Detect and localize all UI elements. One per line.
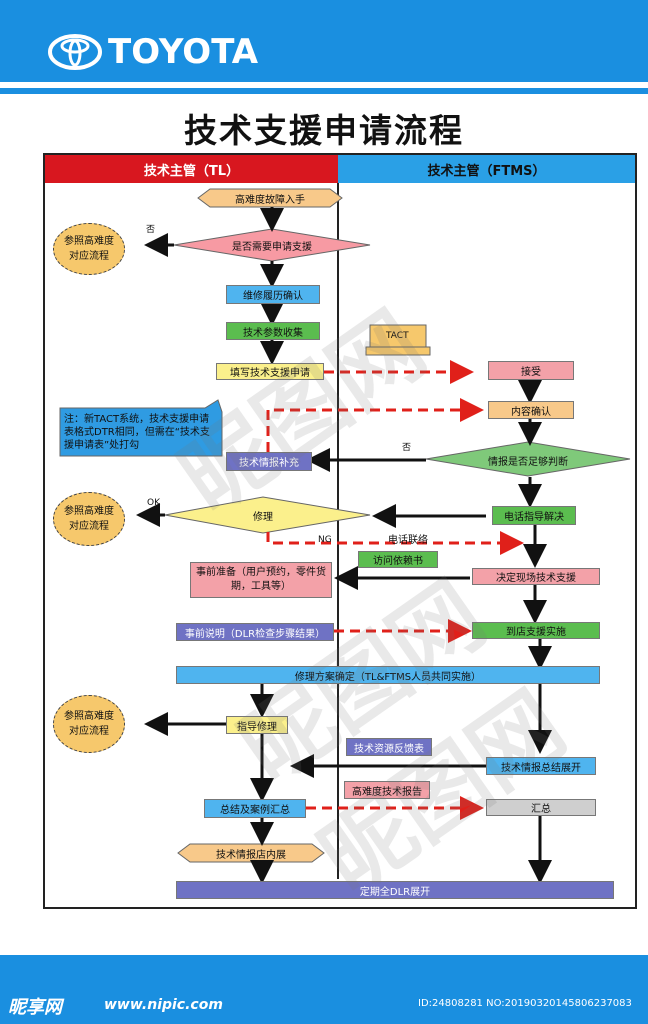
node-content-confirm: 内容确认 <box>488 401 574 419</box>
label-ng: NG <box>318 535 332 545</box>
tact-label: TACT <box>386 331 409 341</box>
node-dlr-expand: 定期全DLR展开 <box>176 881 614 899</box>
decision-repair <box>164 496 371 534</box>
note-callout-shape <box>59 399 223 457</box>
node-phone-guide: 电话指导解决 <box>492 506 576 525</box>
node-repair-history: 维修履历确认 <box>226 285 320 304</box>
node-summary-case: 总结及案例汇总 <box>204 799 306 818</box>
footer-url[interactable]: www.nipic.com <box>104 997 223 1013</box>
node-tech-report-expand: 技术情报总结展开 <box>486 757 596 775</box>
flowchart-frame <box>43 153 637 909</box>
ref-flow-circle-3: 参照高难度对应流程 <box>53 695 125 753</box>
node-tech-feedback: 技术资源反馈表 <box>346 738 432 756</box>
node-info-sufficient: 情报是否足够判断 <box>488 456 568 468</box>
column-header-ftms: 技术主管（FTMS） <box>338 155 635 183</box>
header-band <box>0 0 648 82</box>
node-fill-request: 填写技术支援申请 <box>216 363 324 380</box>
node-store-support: 到店支援实施 <box>472 622 600 639</box>
node-repair: 修理 <box>253 511 273 523</box>
ref-flow-text: 参照高难度对应流程 <box>64 711 114 737</box>
ref-flow-text: 参照高难度对应流程 <box>64 236 114 262</box>
toyota-logo: TOYOTA <box>48 32 258 72</box>
pre-prep-text: 事前准备（用户预约，零件货期，工具等） <box>196 567 326 592</box>
note-text: 注：新TACT系统，技术支援申请表格式DTR相同，但需在“技术支援申请表”处打勾 <box>64 414 210 451</box>
node-guide-repair: 指导修理 <box>226 716 288 734</box>
page-title: 技术支援申请流程 <box>184 111 464 150</box>
node-visit-letter: 访问依赖书 <box>358 551 438 568</box>
label-ok: OK <box>147 498 160 508</box>
node-param-collect: 技术参数收集 <box>226 322 320 340</box>
node-need-support: 是否需要申请支援 <box>232 241 312 253</box>
ref-flow-circle-2: 参照高难度对应流程 <box>53 492 125 546</box>
node-store-expand: 技术情报店内展 <box>216 849 286 861</box>
brand-name: TOYOTA <box>108 32 259 72</box>
footer-id: ID:24808281 NO:20190320145806237083 <box>418 998 632 1009</box>
decision-info-sufficient <box>425 441 631 477</box>
node-summary: 汇总 <box>486 799 596 816</box>
node-decide-onsite: 决定现场技术支援 <box>472 568 600 585</box>
label-no-2: 否 <box>402 443 412 453</box>
header-stripe <box>0 88 648 94</box>
node-plan-confirm: 修理方案确定（TL&FTMS人员共同实施） <box>176 666 600 684</box>
label-phone-contact: 电话联络 <box>388 535 428 546</box>
label-no-1: 否 <box>146 225 156 235</box>
column-header-tl: 技术主管（TL） <box>45 155 338 183</box>
start-hexagon <box>197 188 343 208</box>
node-receive: 接受 <box>488 361 574 380</box>
node-pre-explain: 事前说明（DLR检查步骤结果） <box>176 623 334 641</box>
node-difficult-fault: 高难度故障入手 <box>235 194 305 206</box>
footer-logo: 昵享网 <box>8 997 62 1018</box>
store-expand-hexagon <box>177 843 325 863</box>
toyota-emblem-icon <box>48 34 102 70</box>
ref-flow-text: 参照高难度对应流程 <box>64 506 114 532</box>
ref-flow-circle-1: 参照高难度对应流程 <box>53 223 125 275</box>
decision-need-support <box>173 228 371 262</box>
node-info-supplement: 技术情报补充 <box>226 452 312 471</box>
node-pre-prep: 事前准备（用户预约，零件货期，工具等） <box>190 562 332 598</box>
node-difficult-report: 高难度技术报告 <box>344 781 430 799</box>
footer-band <box>0 955 648 1024</box>
column-divider <box>337 183 339 879</box>
